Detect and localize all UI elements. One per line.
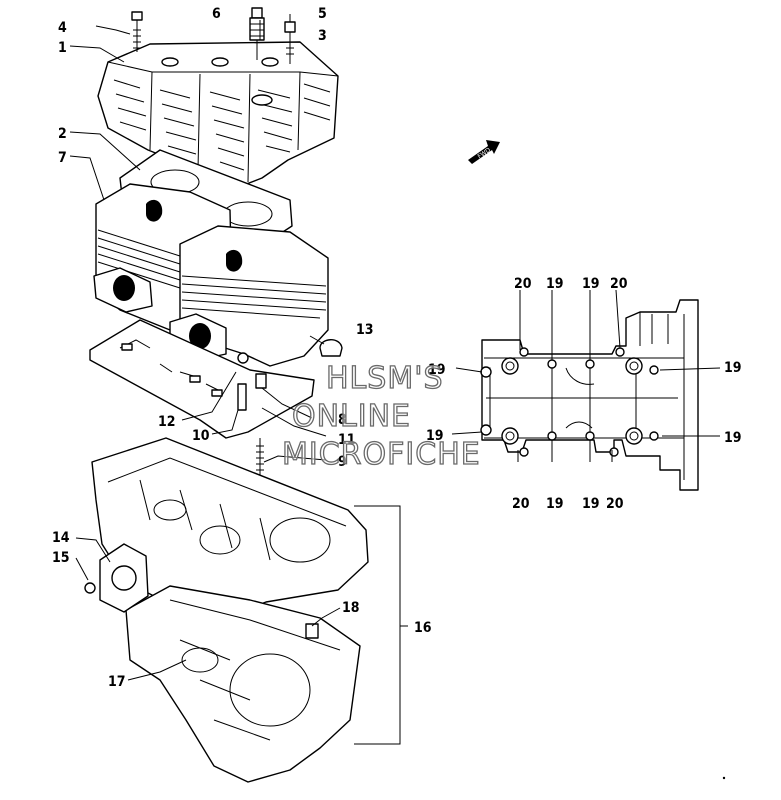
head-bolt-long <box>131 11 143 52</box>
callout-11: 11 <box>338 432 356 448</box>
crankcase-cover-view <box>480 299 699 491</box>
callout-20-bottom-a: 20 <box>512 496 530 512</box>
callout-19-top-a: 19 <box>546 276 564 292</box>
callout-1: 1 <box>58 40 67 56</box>
callout-19-left-b: 19 <box>426 428 444 444</box>
cap-nut <box>319 339 343 357</box>
callout-19-top-b: 19 <box>582 276 600 292</box>
callout-12: 12 <box>158 414 176 430</box>
watermark-line-2: ONLINE <box>292 399 411 434</box>
callout-13: 13 <box>356 322 374 338</box>
forward-arrow: FWD <box>468 140 500 164</box>
callout-20-top-a: 20 <box>514 276 532 292</box>
callout-3: 3 <box>318 28 327 44</box>
callout-17: 17 <box>108 674 126 690</box>
callout-19-bottom-a: 19 <box>546 496 564 512</box>
callout-6: 6 <box>212 6 221 22</box>
callout-19-right-a: 19 <box>724 360 742 376</box>
callout-20-top-b: 20 <box>610 276 628 292</box>
callout-2: 2 <box>58 126 67 142</box>
watermark-line-1: HLSM'S <box>326 361 444 396</box>
cover-bolt-holes <box>480 347 659 457</box>
callout-7: 7 <box>58 150 67 166</box>
callout-19-bottom-b: 19 <box>582 496 600 512</box>
callout-18: 18 <box>342 600 360 616</box>
intake-flange <box>99 543 149 613</box>
crankcase-bracket <box>354 505 401 745</box>
callout-labels: 4 1 6 5 3 2 7 13 12 10 8 11 9 14 15 16 1… <box>52 6 742 690</box>
callout-8: 8 <box>338 412 347 428</box>
cylinders <box>93 183 329 367</box>
watermark: HLSM'S ONLINE MICROFICHE <box>281 360 481 472</box>
callout-19-right-b: 19 <box>724 430 742 446</box>
base-gasket <box>89 319 315 439</box>
callout-10: 10 <box>192 428 210 444</box>
leader-lines <box>69 14 721 681</box>
crankcase-lower <box>125 585 361 783</box>
callout-5: 5 <box>318 6 327 22</box>
callout-4: 4 <box>58 20 67 36</box>
flange-bolt <box>84 582 96 594</box>
crankcase-plug <box>305 623 319 639</box>
callout-9: 9 <box>338 454 347 470</box>
callout-16: 16 <box>414 620 432 636</box>
callout-20-bottom-b: 20 <box>606 496 624 512</box>
stud-bolts <box>237 352 267 480</box>
callout-19-left-a: 19 <box>428 362 446 378</box>
cylinder-head <box>97 41 339 189</box>
callout-15: 15 <box>52 550 70 566</box>
watermark-line-3: MICROFICHE <box>282 437 481 472</box>
callout-14: 14 <box>52 530 70 546</box>
